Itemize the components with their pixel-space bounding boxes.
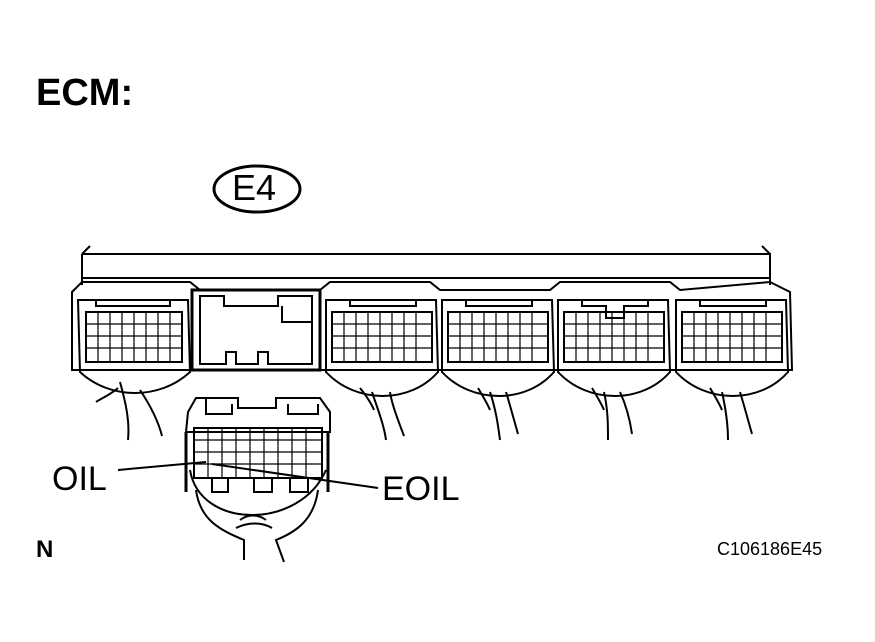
diagram-title: ECM: [36,72,134,114]
eoil-leader-line [211,463,379,489]
figure-code: C106186E45 [717,539,823,559]
socket-6 [675,299,790,441]
connector-callout-ellipse [212,164,302,214]
e4-connector-plug [184,397,331,563]
connector-label-e4: E4 [232,167,277,208]
oil-leader-line [117,461,207,471]
ecm-housing [71,245,794,371]
socket-3 [325,299,440,441]
socket-4 [441,299,556,441]
terminal-label-oil: OIL [52,460,107,498]
socket-2-e4-shell [190,288,322,372]
terminal-label-eoil: EOIL [382,470,460,508]
socket-5 [557,299,672,441]
ecm-sockets [76,288,790,441]
socket-1 [76,299,192,441]
corner-mark: N [36,536,54,563]
